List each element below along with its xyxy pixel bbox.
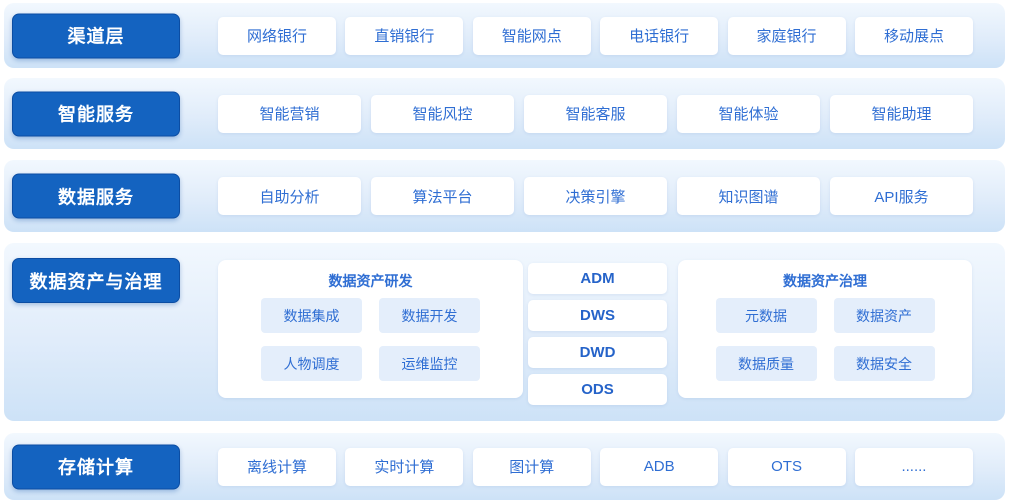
band-data-asset-governance-label: 数据资产与治理 xyxy=(12,258,180,303)
node-realtime-compute: 实时计算 xyxy=(345,447,464,486)
band-smart-services: 智能服务 智能营销 智能风控 智能客服 智能体验 智能助理 xyxy=(4,78,1005,149)
node-data-security: 数据安全 xyxy=(833,346,935,381)
node-ods-layer: ODS xyxy=(528,374,667,405)
node-dwd-layer: DWD xyxy=(528,337,667,368)
node-phone-banking: 电话银行 xyxy=(600,16,719,55)
warehouse-layer-stack: ADM DWS DWD ODS xyxy=(528,263,667,405)
node-data-assets: 数据资产 xyxy=(833,298,935,333)
band-smart-services-label: 智能服务 xyxy=(12,91,180,136)
panel-data-governance: 数据资产治理 元数据 数据资产 数据质量 数据安全 xyxy=(678,260,972,398)
channel-items-row: 网络银行 直销银行 智能网点 电话银行 家庭银行 移动展点 xyxy=(218,16,973,55)
node-data-integration: 数据集成 xyxy=(261,298,362,333)
node-knowledge-graph: 知识图谱 xyxy=(677,177,820,215)
node-direct-banking: 直销银行 xyxy=(345,16,464,55)
node-graph-compute: 图计算 xyxy=(472,447,591,486)
node-smart-risk-control: 智能风控 xyxy=(371,94,514,133)
node-ots: OTS xyxy=(727,447,846,486)
node-data-development: 数据开发 xyxy=(379,298,480,333)
panel-data-asset-dev: 数据资产研发 数据集成 数据开发 人物调度 运维监控 xyxy=(218,260,523,398)
band-storage-compute: 存储计算 离线计算 实时计算 图计算 ADB OTS ...... xyxy=(4,433,1005,500)
node-ellipsis: ...... xyxy=(854,447,973,486)
data-services-items-row: 自助分析 算法平台 决策引擎 知识图谱 API服务 xyxy=(218,177,973,215)
band-channel-layer: 渠道层 网络银行 直销银行 智能网点 电话银行 家庭银行 移动展点 xyxy=(4,3,1005,68)
panel-data-asset-dev-title: 数据资产研发 xyxy=(328,273,413,289)
node-adb: ADB xyxy=(600,447,719,486)
node-decision-engine: 决策引擎 xyxy=(524,177,667,215)
node-metadata: 元数据 xyxy=(715,298,817,333)
node-smart-branch: 智能网点 xyxy=(472,16,591,55)
storage-compute-items-row: 离线计算 实时计算 图计算 ADB OTS ...... xyxy=(218,447,973,486)
node-smart-experience: 智能体验 xyxy=(677,94,820,133)
node-algorithm-platform: 算法平台 xyxy=(371,177,514,215)
smart-services-items-row: 智能营销 智能风控 智能客服 智能体验 智能助理 xyxy=(218,94,973,133)
node-data-quality: 数据质量 xyxy=(715,346,817,381)
node-offline-compute: 离线计算 xyxy=(218,447,336,486)
node-api-service: API服务 xyxy=(830,177,973,215)
node-smart-customer-service: 智能客服 xyxy=(524,94,667,133)
node-dws-layer: DWS xyxy=(528,300,667,331)
panel-data-asset-dev-grid: 数据集成 数据开发 人物调度 运维监控 xyxy=(261,298,480,381)
node-smart-marketing: 智能营销 xyxy=(218,94,361,133)
band-channel-layer-label: 渠道层 xyxy=(12,13,180,58)
band-data-services-label: 数据服务 xyxy=(12,173,180,219)
band-data-services: 数据服务 自助分析 算法平台 决策引擎 知识图谱 API服务 xyxy=(4,160,1005,232)
node-online-banking: 网络银行 xyxy=(218,16,336,55)
node-adm-layer: ADM xyxy=(528,263,667,294)
node-home-banking: 家庭银行 xyxy=(727,16,846,55)
node-self-service-analytics: 自助分析 xyxy=(218,177,361,215)
band-data-asset-governance: 数据资产与治理 数据资产研发 数据集成 数据开发 人物调度 运维监控 ADM D… xyxy=(4,243,1005,421)
node-mobile-outlet: 移动展点 xyxy=(854,16,973,55)
panel-data-governance-title: 数据资产治理 xyxy=(783,273,867,289)
node-ops-monitoring: 运维监控 xyxy=(379,346,480,381)
band-storage-compute-label: 存储计算 xyxy=(12,444,180,489)
node-smart-assistant: 智能助理 xyxy=(830,94,973,133)
node-task-scheduling: 人物调度 xyxy=(261,346,362,381)
panel-data-governance-grid: 元数据 数据资产 数据质量 数据安全 xyxy=(715,298,935,381)
